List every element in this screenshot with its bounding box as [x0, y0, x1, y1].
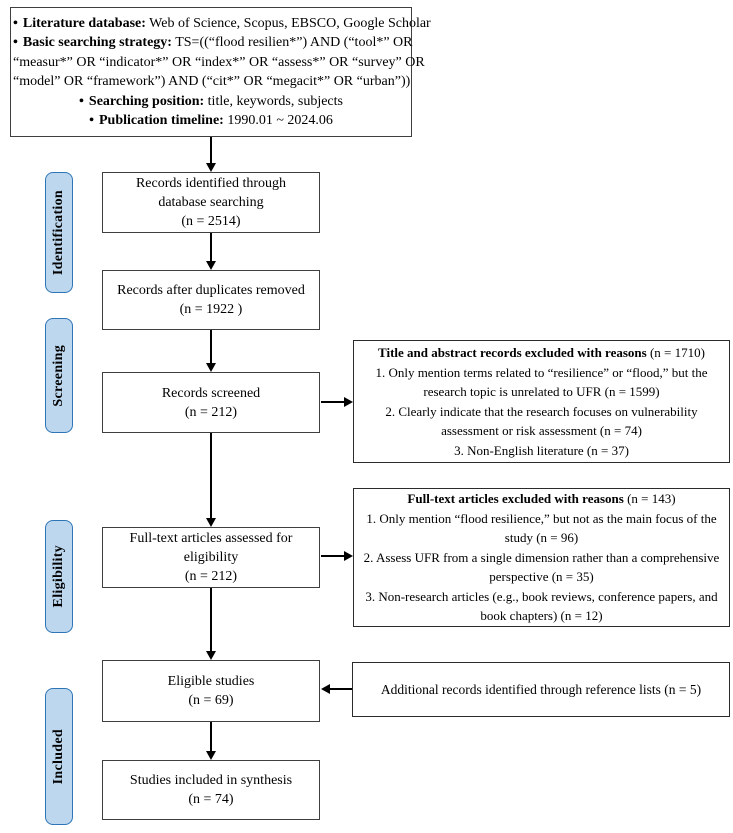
flow-box-line: Records screened [161, 385, 261, 401]
flow-box-eligible-studies: Eligible studies (n = 69) [102, 660, 320, 722]
stage-label-eligibility: Eligibility [45, 520, 73, 633]
search-strategy-value: Web of Science, Scopus, EBSCO, Google Sc… [145, 15, 431, 31]
arrow-fulltext-to-excluded [321, 550, 353, 562]
flow-box-fulltext-assessed: Full-text articles assessed for eligibil… [102, 527, 320, 588]
search-strategy-line: • Basic searching strategy: TS=((“flood r… [13, 33, 413, 53]
bullet-icon: • [13, 35, 18, 50]
excluded-reasons-box-title-abstract: Title and abstract records excluded with… [353, 340, 730, 463]
flow-box-count: (n = 1922 ) [179, 302, 243, 317]
arrow-line [210, 233, 212, 262]
additional-records-text: Additional records identified through re… [380, 681, 702, 697]
arrow-identified-to-duplicates [205, 233, 217, 270]
arrow-line [210, 588, 212, 652]
arrowhead-right-icon [344, 397, 353, 407]
excluded-box-heading: Full-text articles excluded with reasons… [407, 491, 676, 507]
arrowhead-down-icon [206, 751, 216, 760]
flow-box-line: Records identified through [135, 176, 287, 191]
flow-box-records-identified: Records identified through database sear… [102, 172, 320, 233]
search-strategy-value: 1990.01 ~ 2024.06 [223, 113, 333, 128]
arrow-search-to-identified [205, 137, 217, 172]
flow-box-count: (n = 69) [188, 693, 234, 708]
arrowhead-right-icon [344, 551, 353, 561]
arrow-screened-to-excluded [321, 396, 353, 408]
search-strategy-value: “model” OR “framework”) AND (“cit*” OR “… [13, 74, 411, 89]
search-strategy-line: “model” OR “framework”) AND (“cit*” OR “… [13, 72, 411, 92]
arrow-line [210, 722, 212, 752]
bullet-icon: • [13, 15, 18, 31]
arrowhead-down-icon [206, 363, 216, 372]
stage-label-identification: Identification [45, 172, 73, 293]
excluded-reason-item: 1. Only mention terms related to “resili… [375, 364, 708, 400]
additional-records-box: Additional records identified through re… [352, 662, 730, 717]
excluded-reason-item: 1. Only mention “flood resilience,” but … [366, 510, 717, 546]
flow-box-line: Eligible studies [167, 674, 255, 689]
arrow-line [210, 433, 212, 519]
flow-box-duplicates-removed: Records after duplicates removed (n = 19… [102, 270, 320, 330]
flow-box-line: eligibility [183, 550, 239, 565]
excluded-reason-item: 2. Clearly indicate that the research fo… [385, 403, 698, 439]
arrow-eligible-to-synthesis [205, 722, 217, 760]
excluded-reasons-box-full-text: Full-text articles excluded with reasons… [353, 488, 730, 627]
flow-box-count: (n = 2514) [181, 214, 241, 229]
stage-label-screening: Screening [45, 318, 73, 433]
excluded-reason-item: 2. Assess UFR from a single dimension ra… [363, 549, 720, 585]
flow-box-line: Full-text articles assessed for [129, 531, 293, 546]
search-strategy-line: “measur*” OR “indicator*” OR “index*” OR… [13, 53, 425, 73]
stage-label-included: Included [45, 688, 73, 825]
bullet-icon: • [79, 93, 84, 109]
search-strategy-value: “measur*” OR “indicator*” OR “index*” OR… [13, 54, 425, 70]
excluded-reason-item: 3. Non-research articles (e.g., book rev… [365, 588, 718, 624]
arrowhead-down-icon [206, 651, 216, 660]
flow-box-line: Studies included in synthesis [129, 773, 293, 788]
excluded-reason-item: 3. Non-English literature (n = 37) [454, 442, 629, 458]
flow-box-count: (n = 212) [184, 569, 238, 584]
flow-box-records-screened: Records screened (n = 212) [102, 372, 320, 433]
search-strategy-line: • Publication timeline: 1990.01 ~ 2024.06 [13, 111, 409, 131]
arrow-line [321, 555, 345, 557]
flow-box-line: Records after duplicates removed [117, 283, 305, 298]
arrow-line [329, 688, 352, 690]
arrowhead-down-icon [206, 518, 216, 527]
flow-box-count: (n = 74) [188, 792, 234, 807]
arrow-line [210, 137, 212, 164]
flow-box-included-synthesis: Studies included in synthesis (n = 74) [102, 760, 320, 820]
arrow-line [210, 330, 212, 364]
search-strategy-value: TS=((“flood resilien*”) AND (“tool*” OR [171, 35, 413, 50]
arrow-line [321, 401, 345, 403]
arrowhead-down-icon [206, 163, 216, 172]
flow-box-line: database searching [158, 195, 264, 210]
search-strategy-value: title, keywords, subjects [204, 93, 343, 109]
search-strategy-line: •Searching position: title, keywords, su… [13, 92, 409, 112]
search-strategy-term: Searching position: [88, 93, 205, 109]
arrowhead-left-icon [321, 684, 330, 694]
arrow-fulltext-to-eligible [205, 588, 217, 660]
bullet-icon: • [89, 113, 94, 128]
search-strategy-term: Basic searching strategy: [22, 35, 172, 50]
arrowhead-down-icon [206, 261, 216, 270]
arrow-additional-to-eligible [321, 683, 352, 695]
search-strategy-line: •Literature database: Web of Science, Sc… [13, 14, 431, 34]
search-strategy-term: Literature database: [22, 15, 146, 31]
search-strategy-box: •Literature database: Web of Science, Sc… [10, 7, 431, 137]
arrow-duplicates-to-screened [205, 330, 217, 372]
search-strategy-term: Publication timeline: [99, 113, 224, 128]
flow-box-count: (n = 212) [184, 404, 238, 420]
excluded-box-heading: Title and abstract records excluded with… [378, 345, 705, 360]
arrow-screened-to-fulltext [205, 433, 217, 527]
